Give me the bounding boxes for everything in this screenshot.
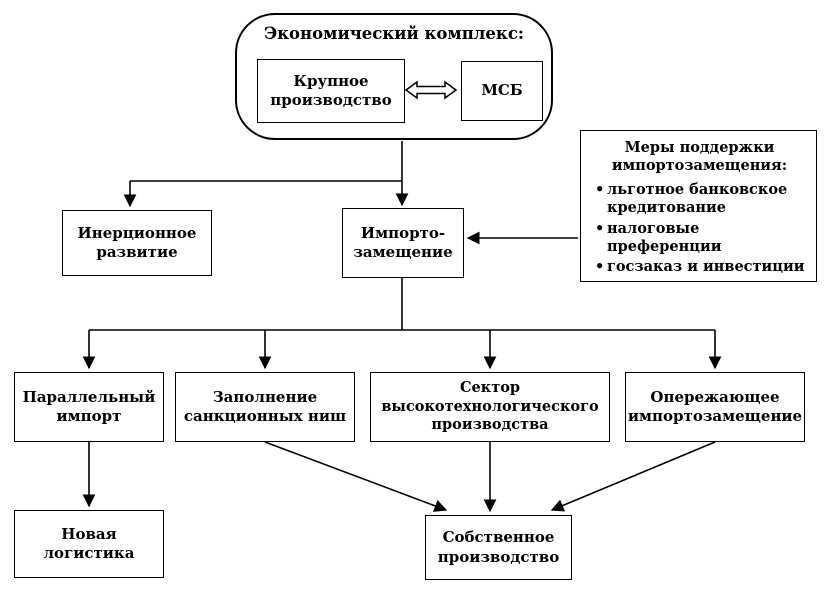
support-measure-item-label: госзаказ и инвестиции	[607, 257, 805, 275]
node-own-production: Собственное производство	[425, 515, 572, 580]
node-inertial-development-label: Инерционное развитие	[77, 223, 197, 262]
support-measures-list: льготное банковское кредитование налогов…	[593, 181, 806, 276]
economic-complex-group: Экономический комплекс: Крупное производ…	[235, 13, 553, 140]
node-new-logistics-label: Новая логистика	[43, 524, 135, 563]
support-measure-item: льготное банковское кредитование	[593, 181, 806, 217]
support-measure-item-label: льготное банковское кредитование	[607, 181, 788, 217]
node-msb: МСБ	[461, 61, 543, 121]
node-import-substitution-label: Импорто- замещение	[353, 223, 453, 262]
node-parallel-import: Параллельный импорт	[14, 372, 164, 442]
node-parallel-import-label: Параллельный импорт	[22, 387, 156, 426]
node-msb-label: МСБ	[481, 81, 523, 100]
node-hightech-sector-label: Сектор высокотехнологического производст…	[381, 378, 599, 434]
node-large-production: Крупное производство	[257, 59, 405, 123]
node-sanction-niches-label: Заполнение санкционных ниш	[183, 387, 347, 426]
node-large-production-label: Крупное производство	[270, 71, 392, 110]
support-measures-box: Меры поддержки импортозамещения: льготно…	[580, 130, 817, 282]
node-advanced-substitution-label: Опережающее импортозамещение	[627, 387, 803, 426]
support-measure-item: налоговые преференции	[593, 220, 806, 256]
node-advanced-substitution: Опережающее импортозамещение	[625, 372, 805, 442]
support-measures-title: Меры поддержки импортозамещения:	[611, 139, 788, 175]
node-hightech-sector: Сектор высокотехнологического производст…	[370, 372, 610, 442]
support-measure-item: госзаказ и инвестиции	[593, 258, 806, 276]
node-new-logistics: Новая логистика	[14, 510, 164, 578]
economic-complex-title: Экономический комплекс:	[264, 24, 524, 43]
arrow-advanced-to-own	[550, 441, 716, 512]
node-own-production-label: Собственное производство	[437, 528, 560, 566]
support-measure-item-label: налоговые преференции	[607, 219, 722, 255]
node-inertial-development: Инерционное развитие	[62, 210, 212, 276]
node-sanction-niches: Заполнение санкционных ниш	[175, 372, 355, 442]
arrow-niches-to-own	[264, 441, 448, 512]
node-import-substitution: Импорто- замещение	[342, 208, 464, 278]
